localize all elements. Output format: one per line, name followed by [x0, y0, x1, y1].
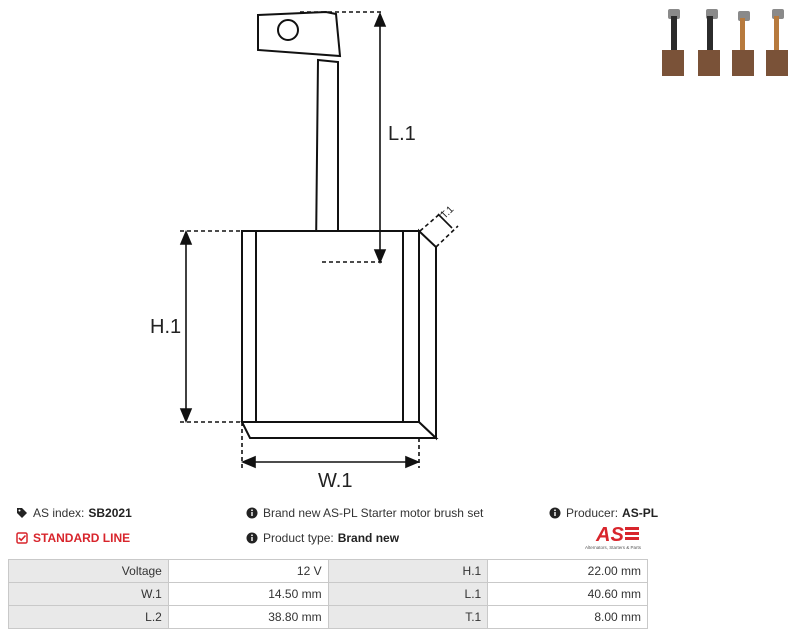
- check-square-icon: [16, 532, 28, 544]
- info-circle-icon: [246, 507, 258, 519]
- thumbnail-brush: [732, 11, 754, 76]
- standard-line-text: STANDARD LINE: [33, 531, 131, 545]
- dim-label-l1: L.1: [388, 123, 416, 145]
- spec-value: 40.60 mm: [487, 582, 648, 606]
- as-index-label: AS index:: [33, 506, 85, 520]
- brush-body: [241, 230, 420, 423]
- spec-value: 38.80 mm: [167, 605, 329, 629]
- spec-value: 8.00 mm: [487, 605, 648, 629]
- info-circle-icon: [246, 532, 258, 544]
- product-type: Product type: Brand new: [246, 531, 399, 545]
- logo-mark: AS: [595, 524, 624, 546]
- dim-label-h1: H.1: [150, 316, 181, 338]
- standard-line-badge: STANDARD LINE: [16, 531, 130, 545]
- as-index: AS index: SB2021: [16, 506, 132, 520]
- thumbnail-brush: [698, 9, 720, 76]
- product-type-label: Product type:: [263, 531, 334, 545]
- product-thumbnails: [662, 9, 788, 76]
- spec-key: H.1: [327, 559, 489, 583]
- dim-label-w1: W.1: [318, 470, 352, 492]
- spec-value: 22.00 mm: [487, 559, 648, 583]
- tags-icon: [17, 508, 27, 518]
- thumbnail-brush: [766, 9, 788, 76]
- as-index-value: SB2021: [88, 506, 132, 520]
- info-circle-icon: [549, 507, 561, 519]
- spec-key: W.1: [8, 582, 169, 606]
- terminal-hole: [277, 19, 299, 41]
- thumbnail-brush: [662, 9, 684, 76]
- spec-value: 12 V: [167, 559, 329, 583]
- spec-value: 14.50 mm: [167, 582, 329, 606]
- t1-dimension-line: [437, 213, 453, 229]
- terminal-lug: [257, 10, 342, 58]
- spec-key: T.1: [327, 605, 489, 629]
- brush-bottom-face: [240, 421, 439, 439]
- logo-tagline: Alternators, Starters & Parts: [585, 545, 642, 550]
- producer-label: Producer:: [566, 506, 619, 520]
- spec-key: L.1: [327, 582, 489, 606]
- product-type-value: Brand new: [337, 531, 400, 545]
- as-pl-logo: AS: [595, 524, 639, 546]
- brush-side-face: [418, 228, 437, 441]
- spec-key: Voltage: [8, 559, 169, 583]
- product-description: Brand new AS-PL Starter motor brush set: [246, 506, 483, 520]
- description-text: Brand new AS-PL Starter motor brush set: [263, 506, 484, 520]
- producer-value: AS-PL: [622, 506, 659, 520]
- brush-technical-drawing: L.1 H.1 W.1 T.1: [150, 10, 459, 492]
- producer: Producer: AS-PL: [549, 506, 658, 520]
- spec-key: L.2: [8, 605, 169, 629]
